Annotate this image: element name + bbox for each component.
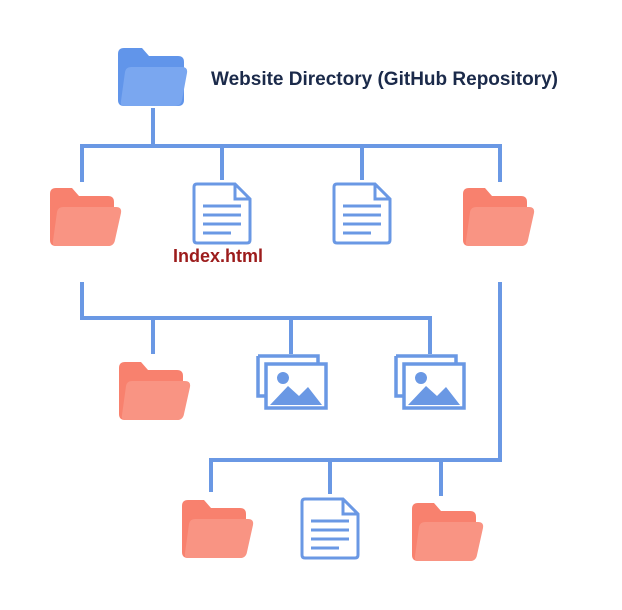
level1-folder-icon: [50, 188, 122, 246]
root-label: Website Directory (GitHub Repository): [211, 69, 558, 90]
index-html-file-icon: [192, 182, 252, 245]
level1-file-icon: [332, 182, 392, 245]
level3-folder-icon-right: [412, 503, 484, 561]
level1-folder-icon-right: [463, 188, 535, 246]
connector-folder4-to-level3: [209, 282, 502, 462]
connector-folder1-to-level2: [80, 282, 432, 320]
level2-image-icon-right: [394, 354, 466, 410]
level2-folder-icon: [119, 362, 191, 420]
tree-connectors: [80, 108, 502, 496]
level2-image-icon: [256, 354, 328, 410]
level3-file-icon: [300, 497, 360, 560]
root-folder-icon: [118, 48, 188, 106]
level3-folder-icon: [182, 500, 254, 558]
index-html-label: Index.html: [173, 246, 263, 266]
